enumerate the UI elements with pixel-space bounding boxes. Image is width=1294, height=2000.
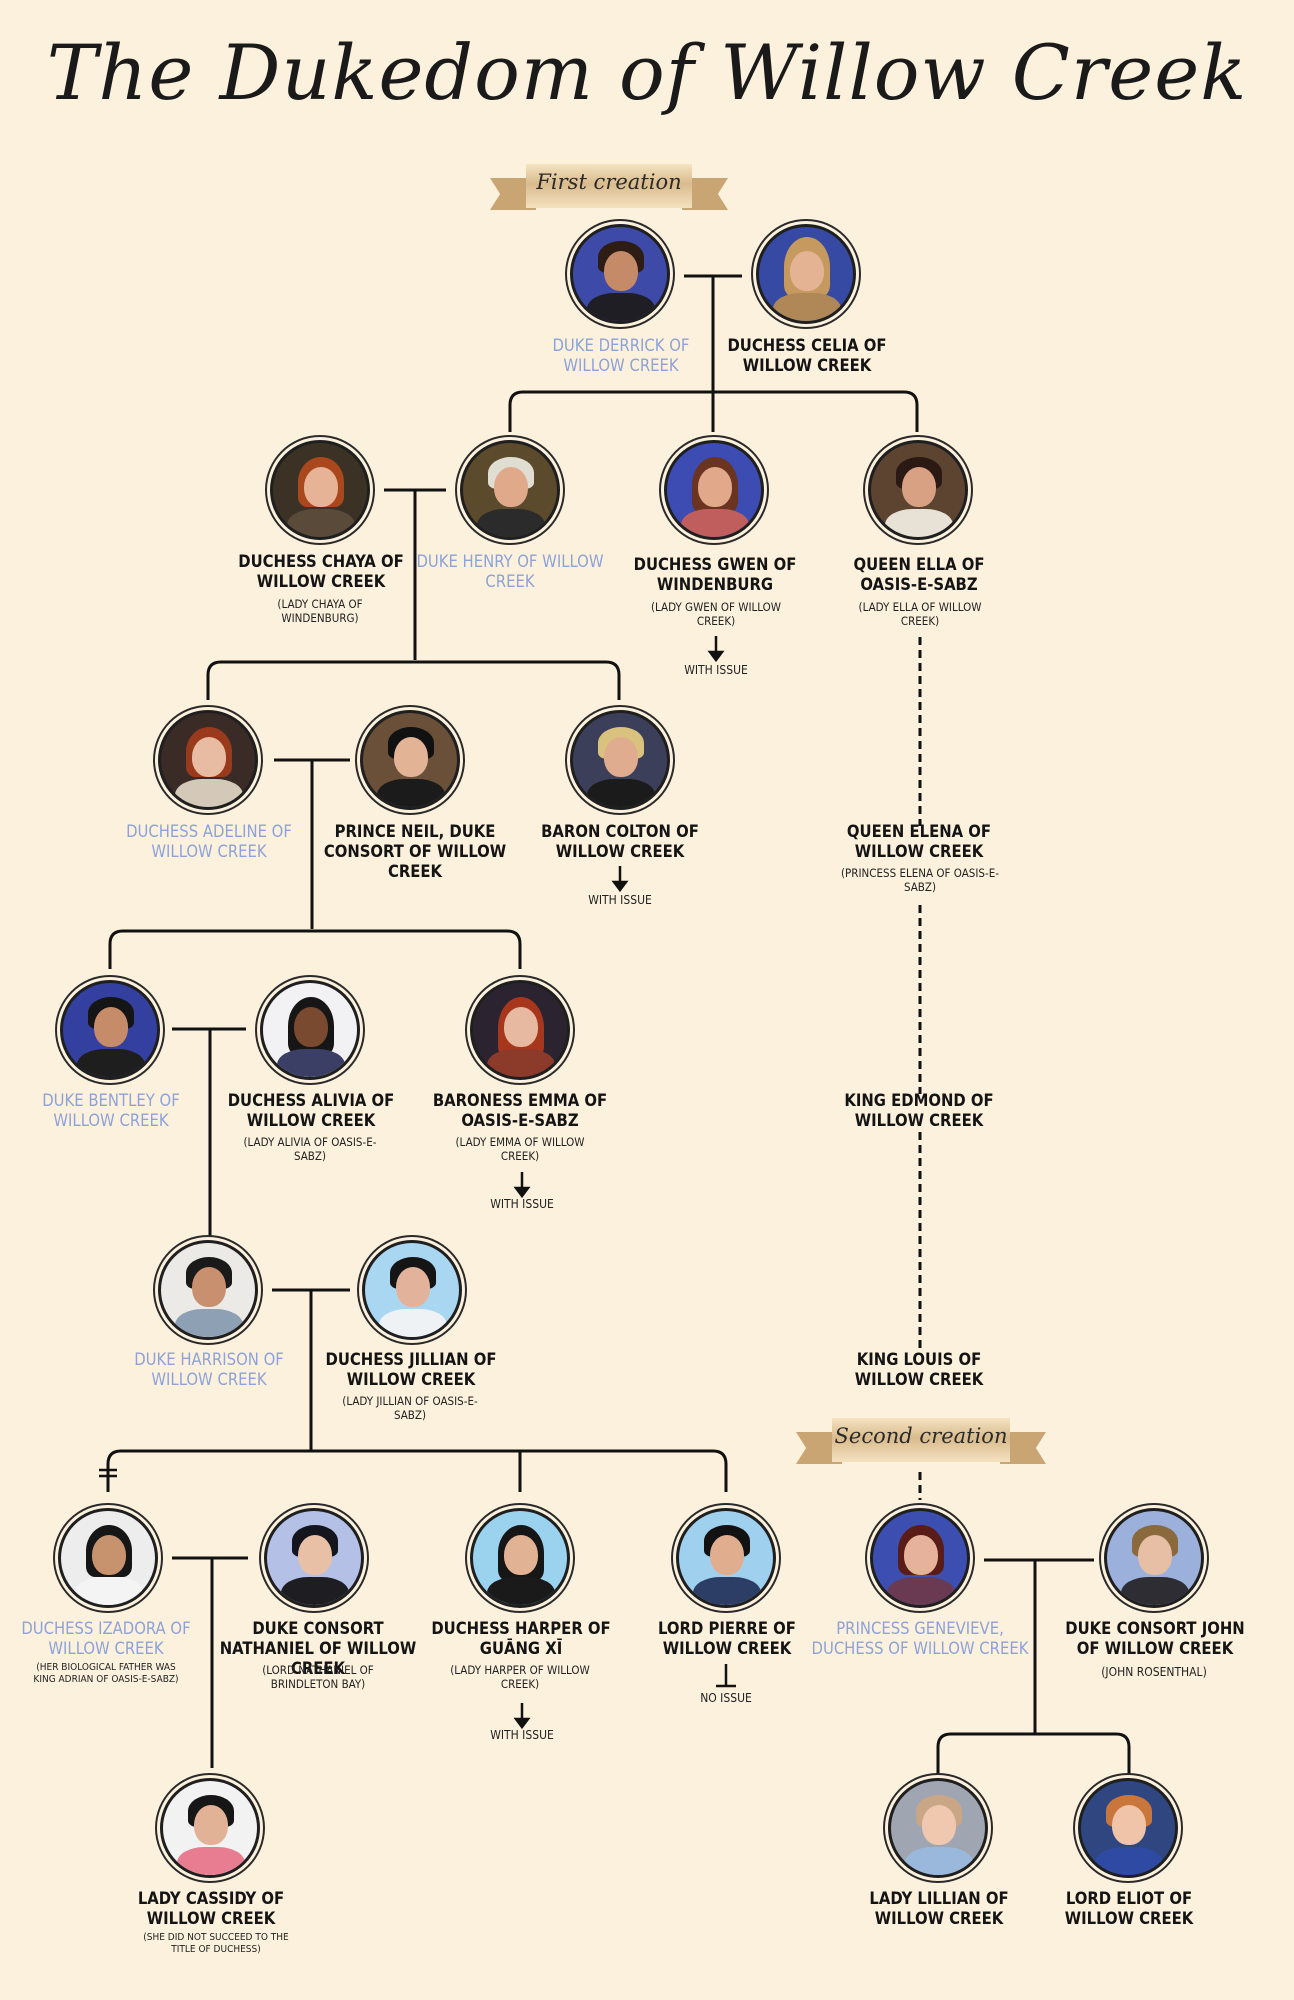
name-gwen: DUCHESS GWEN OF WINDENBURG [620,555,810,595]
subtitle-jillian: (LADY JILLIAN OF OASIS-E-SABZ) [330,1394,490,1422]
name-ella: QUEEN ELLA OF OASIS-E-SABZ [824,555,1014,595]
portrait-eliot [1078,1778,1178,1878]
portrait-harper [470,1508,570,1608]
name-alivia: DUCHESS ALIVIA OF WILLOW CREEK [216,1091,406,1131]
portrait-genevieve [870,1508,970,1608]
name-pierre: LORD PIERRE OF WILLOW CREEK [632,1619,822,1659]
name-cassidy: LADY CASSIDY OF WILLOW CREEK [116,1889,306,1929]
subtitle-gwen: (LADY GWEN OF WILLOW CREEK) [636,600,796,628]
portrait-ella [868,440,968,540]
issue-note-emma: WITH ISSUE [462,1197,582,1211]
subtitle-john: (JOHN ROSENTHAL) [1074,1665,1234,1679]
portrait-lillian [888,1778,988,1878]
name-edmond: KING EDMOND OF WILLOW CREEK [824,1091,1014,1131]
first-creation-ribbon: First creation [490,164,728,224]
name-celia: DUCHESS CELIA OF WILLOW CREEK [712,336,902,376]
subtitle-cassidy: (SHE DID NOT SUCCEED TO THE TITLE OF DUC… [136,1932,296,1956]
name-bentley: DUKE BENTLEY OF WILLOW CREEK [16,1091,206,1131]
issue-note-harper: WITH ISSUE [462,1728,582,1742]
name-louis: KING LOUIS OF WILLOW CREEK [824,1350,1014,1390]
portrait-neil [360,710,460,810]
portrait-chaya [270,440,370,540]
name-jillian: DUCHESS JILLIAN OF WILLOW CREEK [316,1350,506,1390]
name-lillian: LADY LILLIAN OF WILLOW CREEK [844,1889,1034,1929]
issue-note-pierre: NO ISSUE [666,1691,786,1705]
name-izadora: DUCHESS IZADORA OF WILLOW CREEK [11,1619,201,1659]
name-neil: PRINCE NEIL, DUKE CONSORT OF WILLOW CREE… [320,822,510,882]
portrait-alivia [260,980,360,1080]
name-adeline: DUCHESS ADELINE OF WILLOW CREEK [114,822,304,862]
portrait-emma [470,980,570,1080]
portrait-nathaniel [264,1508,364,1608]
name-harrison: DUKE HARRISON OF WILLOW CREEK [114,1350,304,1390]
name-harper: DUCHESS HARPER OF GUĀNG XĪ [426,1619,616,1659]
name-henry: DUKE HENRY OF WILLOW CREEK [415,552,605,592]
subtitle-chaya: (LADY CHAYA OF WINDENBURG) [240,597,400,625]
subtitle-alivia: (LADY ALIVIA OF OASIS-E-SABZ) [230,1135,390,1163]
issue-note-colton: WITH ISSUE [560,893,680,907]
name-chaya: DUCHESS CHAYA OF WILLOW CREEK [226,552,416,592]
name-elena: QUEEN ELENA OF WILLOW CREEK [824,822,1014,862]
name-emma: BARONESS EMMA OF OASIS-E-SABZ [425,1091,615,1131]
name-derrick: DUKE DERRICK OF WILLOW CREEK [526,336,716,376]
second-creation-ribbon: Second creation [796,1418,1046,1478]
subtitle-emma: (LADY EMMA OF WILLOW CREEK) [440,1135,600,1163]
portrait-celia [756,224,856,324]
name-colton: BARON COLTON OF WILLOW CREEK [525,822,715,862]
portrait-john [1104,1508,1204,1608]
portrait-cassidy [160,1778,260,1878]
portrait-gwen [664,440,764,540]
portrait-pierre [676,1508,776,1608]
issue-note-gwen: WITH ISSUE [656,663,776,677]
portrait-colton [570,710,670,810]
portrait-adeline [158,710,258,810]
subtitle-nathaniel: (LORD NATHANIEL OF BRINDLETON BAY) [238,1663,398,1691]
name-eliot: LORD ELIOT OF WILLOW CREEK [1034,1889,1224,1929]
subtitle-ella: (LADY ELLA OF WILLOW CREEK) [840,600,1000,628]
subtitle-izadora: (HER BIOLOGICAL FATHER WAS KING ADRIAN O… [26,1662,186,1686]
portrait-jillian [362,1240,462,1340]
name-john: DUKE CONSORT JOHN OF WILLOW CREEK [1060,1619,1250,1659]
portrait-harrison [158,1240,258,1340]
portrait-derrick [570,224,670,324]
name-genevieve: PRINCESS GENEVIEVE, DUCHESS OF WILLOW CR… [810,1619,1030,1659]
portrait-bentley [60,980,160,1080]
subtitle-elena: (PRINCESS ELENA OF OASIS-E-SABZ) [840,866,1000,894]
portrait-henry [460,440,560,540]
portrait-izadora [58,1508,158,1608]
subtitle-harper: (LADY HARPER OF WILLOW CREEK) [440,1663,600,1691]
